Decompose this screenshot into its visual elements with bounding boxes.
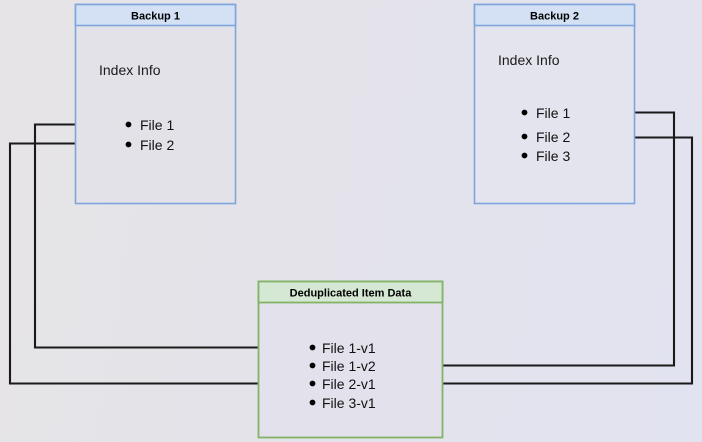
box-backup-1[interactable]: Backup 1 Index Info File 1 File 2: [74, 3, 237, 205]
backup-2-header-bar: [473, 3, 636, 27]
backup-1-header-bar: [74, 3, 237, 27]
box-deduplicated-item-data[interactable]: Deduplicated Item Data File 1-v1 File 1-…: [257, 280, 444, 439]
bullet-icon: [309, 380, 316, 387]
list-item[interactable]: File 3-v1: [309, 395, 376, 411]
dedup-item-list: File 1-v1 File 1-v2 File 2-v1 File 3-v1: [309, 340, 376, 411]
list-item[interactable]: File 1-v2: [309, 358, 376, 374]
backup-1-body: [74, 3, 237, 205]
backup-1-item-label: File 2: [140, 137, 174, 153]
list-item[interactable]: File 1: [125, 117, 175, 133]
bullet-icon: [309, 399, 316, 406]
bullet-icon: [521, 109, 528, 116]
backup-1-title: Backup 1: [131, 11, 180, 23]
bullet-icon: [125, 141, 132, 148]
dedup-item-label: File 3-v1: [322, 395, 376, 411]
bullet-icon: [125, 121, 132, 128]
backup-1-heading: Index Info: [99, 62, 161, 78]
backup-2-body: [473, 3, 636, 205]
backup-2-item-list: File 1 File 2 File 3: [521, 105, 571, 164]
list-item[interactable]: File 1-v1: [309, 340, 376, 356]
backup-2-title: Backup 2: [530, 11, 579, 23]
backup-1-item-label: File 1: [140, 117, 174, 133]
dedup-item-label: File 1-v1: [322, 340, 376, 356]
connector-backup2-file2-to-file2v1: [405, 136, 694, 385]
bullet-icon: [309, 362, 316, 369]
dedup-header-bar: [257, 280, 444, 304]
backup-2-heading: Index Info: [498, 52, 560, 68]
list-item[interactable]: File 2: [521, 129, 571, 145]
backup-1-item-list: File 1 File 2: [125, 117, 175, 153]
bullet-icon: [309, 344, 316, 351]
dedup-body: [257, 280, 444, 439]
backup-2-item-label: File 3: [536, 148, 570, 164]
dedup-item-label: File 1-v2: [322, 358, 376, 374]
connector-backup1-file2-to-file2v1: [8, 142, 296, 385]
bullet-icon: [521, 133, 528, 140]
backup-2-item-label: File 2: [536, 129, 570, 145]
list-item[interactable]: File 2: [125, 137, 175, 153]
dedup-title: Deduplicated Item Data: [290, 288, 413, 300]
list-item[interactable]: File 3: [521, 148, 571, 164]
bullet-icon: [521, 152, 528, 159]
dedup-item-label: File 2-v1: [322, 376, 376, 392]
box-backup-2[interactable]: Backup 2 Index Info File 1 File 2 File 3: [473, 3, 636, 205]
list-item[interactable]: File 1: [521, 105, 571, 121]
backup-2-item-label: File 1: [536, 105, 570, 121]
list-item[interactable]: File 2-v1: [309, 376, 376, 392]
